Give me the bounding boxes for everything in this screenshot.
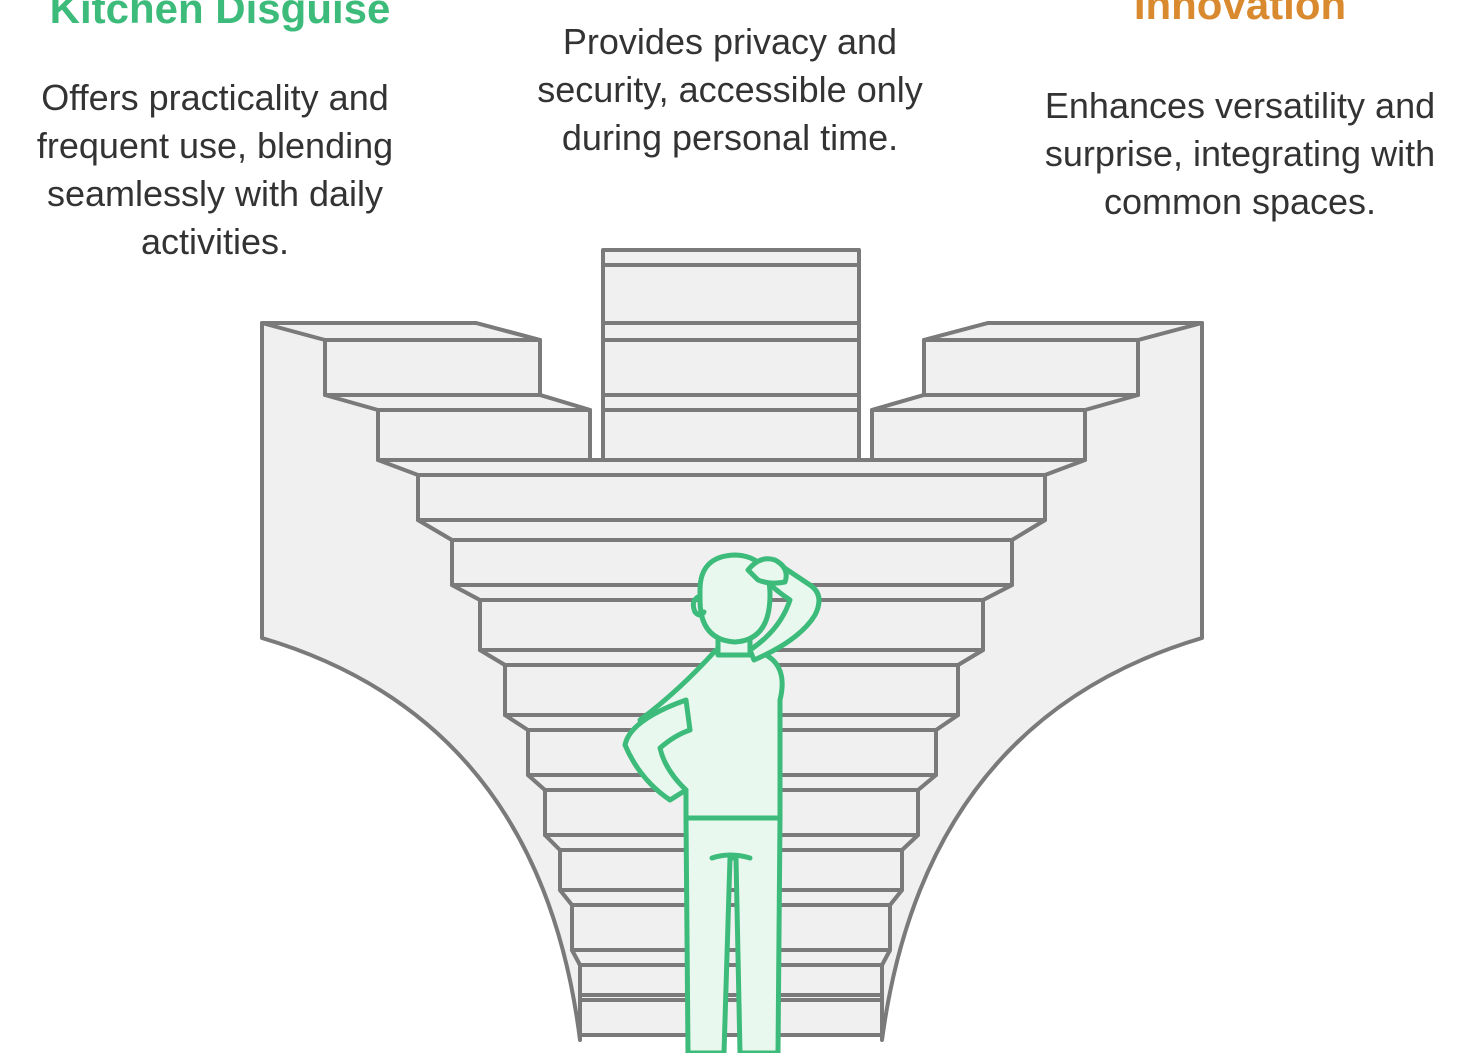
step-right-2 xyxy=(870,393,1140,412)
step-left-1-front xyxy=(323,338,542,397)
innovation-description: Enhances versatility and surprise, integ… xyxy=(1044,85,1436,222)
step-lower-1 xyxy=(416,473,1047,522)
person-legs-seam xyxy=(709,852,753,861)
step-left-2-front xyxy=(376,408,592,462)
step-right-1-front xyxy=(922,338,1140,397)
kitchen-disguise-description: Offers practicality and frequent use, bl… xyxy=(36,77,394,262)
innovation-title: Innovation xyxy=(1133,0,1347,28)
person-left-arm xyxy=(622,697,693,803)
person-legs xyxy=(683,815,783,1053)
kitchen-disguise-title: Kitchen Disguise xyxy=(49,0,391,32)
step-left-2 xyxy=(323,393,592,412)
step-lower-10 xyxy=(578,998,884,1037)
step-lower-9 xyxy=(578,963,884,997)
step-right-2-front xyxy=(870,408,1087,462)
person-hand xyxy=(745,556,789,586)
person-thinking-icon xyxy=(622,552,822,1053)
privacy-option-description: Provides privacy and security, accessibl… xyxy=(537,21,923,158)
person-ear xyxy=(690,593,707,618)
step-lower-top xyxy=(376,458,1087,477)
step-lower-8 xyxy=(570,903,892,952)
tower xyxy=(601,248,861,462)
